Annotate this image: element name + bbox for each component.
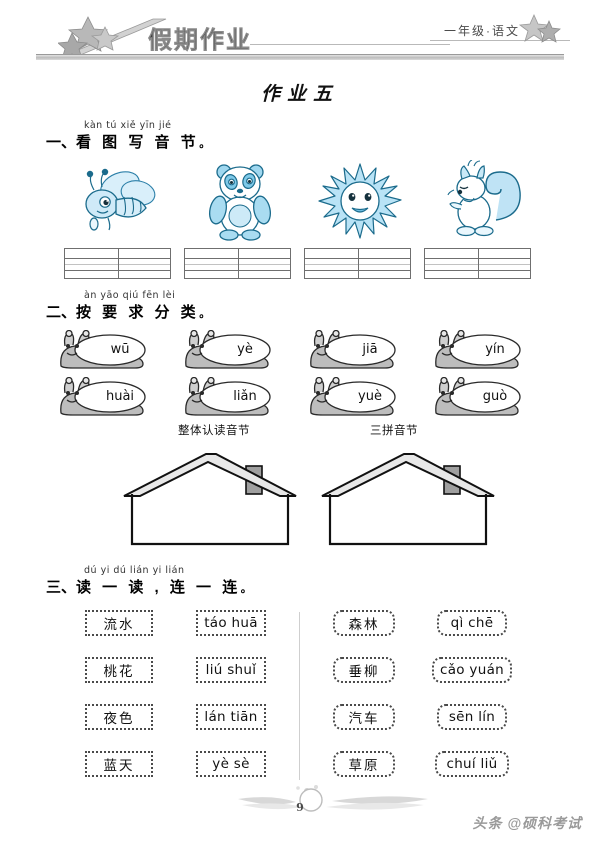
header-bar — [36, 54, 564, 60]
panda-icon — [180, 160, 300, 242]
match-item[interactable]: sēn lín — [437, 704, 507, 730]
page-number: 9 — [296, 801, 304, 814]
snail-icon[interactable]: yín — [430, 329, 538, 372]
section-2-number: 二、 — [46, 304, 77, 321]
snail-icon[interactable]: guò — [430, 376, 538, 419]
match-item[interactable]: lán tiān — [196, 704, 266, 730]
section-2-snails: wū yè — [55, 329, 550, 422]
snail-syllable: guò — [482, 389, 508, 404]
squirrel-icon — [420, 160, 540, 242]
section-2-title: 二、按 要 求 分 类。 — [46, 301, 214, 322]
watermark: 头条 @硕科考试 — [472, 815, 582, 831]
section-1-number: 一、 — [46, 134, 77, 151]
match-item[interactable]: 夜色 — [85, 704, 153, 730]
snail-syllable: jiā — [362, 342, 378, 357]
header-title: 假期作业 — [148, 26, 252, 55]
section-3-divider — [299, 612, 300, 780]
section-2-text: 按 要 求 分 类 — [76, 304, 200, 321]
house-label-right: 三拼音节 — [370, 425, 418, 437]
match-item[interactable]: 蓝天 — [85, 751, 153, 777]
footer-ornament — [238, 783, 428, 817]
house-label-left: 整体认读音节 — [178, 425, 250, 437]
snail-syllable: huài — [105, 389, 135, 404]
header-rule-right — [430, 40, 570, 41]
snail-icon[interactable]: yè — [180, 329, 288, 372]
section-1-pinyin: kàn tú xiě yīn jié — [84, 120, 172, 131]
snail-syllable: wū — [110, 342, 130, 357]
match-item[interactable]: 森林 — [333, 610, 395, 636]
match-item[interactable]: 草原 — [333, 751, 395, 777]
snail-syllable: liǎn — [233, 389, 257, 404]
sun-icon — [300, 160, 420, 242]
match-item[interactable]: qì chē — [437, 610, 507, 636]
section-3-pinyin: dú yi dú lián yi lián — [84, 565, 185, 576]
section-1-period: 。 — [199, 138, 214, 150]
house-shape[interactable] — [120, 448, 297, 548]
section-1-pictures — [60, 160, 540, 280]
pinyin-grid[interactable] — [304, 248, 411, 279]
snail-icon[interactable]: liǎn — [180, 376, 288, 419]
match-item[interactable]: táo huā — [196, 610, 266, 636]
pinyin-grid[interactable] — [424, 248, 531, 279]
header-rule-left — [250, 44, 450, 45]
snail-syllable: yuè — [358, 389, 382, 404]
match-item[interactable]: chuí liǔ — [435, 751, 509, 777]
match-item[interactable]: liú shuǐ — [196, 657, 266, 683]
match-item[interactable]: cǎo yuán — [432, 657, 512, 683]
section-3-number: 三、 — [46, 579, 77, 596]
snail-icon[interactable]: yuè — [305, 376, 413, 419]
section-3-period: 。 — [240, 583, 256, 595]
section-1-title: 一、看 图 写 音 节。 — [46, 131, 214, 152]
snail-syllable: yè — [237, 342, 253, 357]
header-grade: 一年级·语文 — [444, 24, 520, 38]
match-item[interactable]: yè sè — [196, 751, 266, 777]
section-3-title: 三、读 一 读 , 连 一 连。 — [46, 576, 255, 597]
snail-icon[interactable]: jiā — [305, 329, 413, 372]
snail-syllable: yín — [485, 342, 505, 357]
stars-swoosh-icon — [57, 15, 168, 60]
section-1-text: 看 图 写 音 节 — [76, 134, 200, 151]
section-2-period: 。 — [199, 308, 214, 320]
match-item[interactable]: 桃花 — [85, 657, 153, 683]
bee-icon — [60, 160, 180, 242]
house-shape[interactable] — [318, 448, 495, 548]
section-2-pinyin: àn yāo qiú fēn lèi — [84, 290, 176, 301]
stars-icon — [518, 14, 562, 46]
match-item[interactable]: 流水 — [85, 610, 153, 636]
match-item[interactable]: 垂柳 — [333, 657, 395, 683]
page-header: 假期作业 一年级·语文 — [0, 0, 600, 62]
page-title: 作业五 — [260, 83, 339, 105]
match-item[interactable]: 汽车 — [333, 704, 395, 730]
snail-icon[interactable]: huài — [55, 376, 163, 419]
snail-icon[interactable]: wū — [55, 329, 163, 372]
pinyin-grid[interactable] — [184, 248, 291, 279]
section-3-text: 读 一 读 , 连 一 连 — [76, 579, 241, 596]
pinyin-grid[interactable] — [64, 248, 171, 279]
